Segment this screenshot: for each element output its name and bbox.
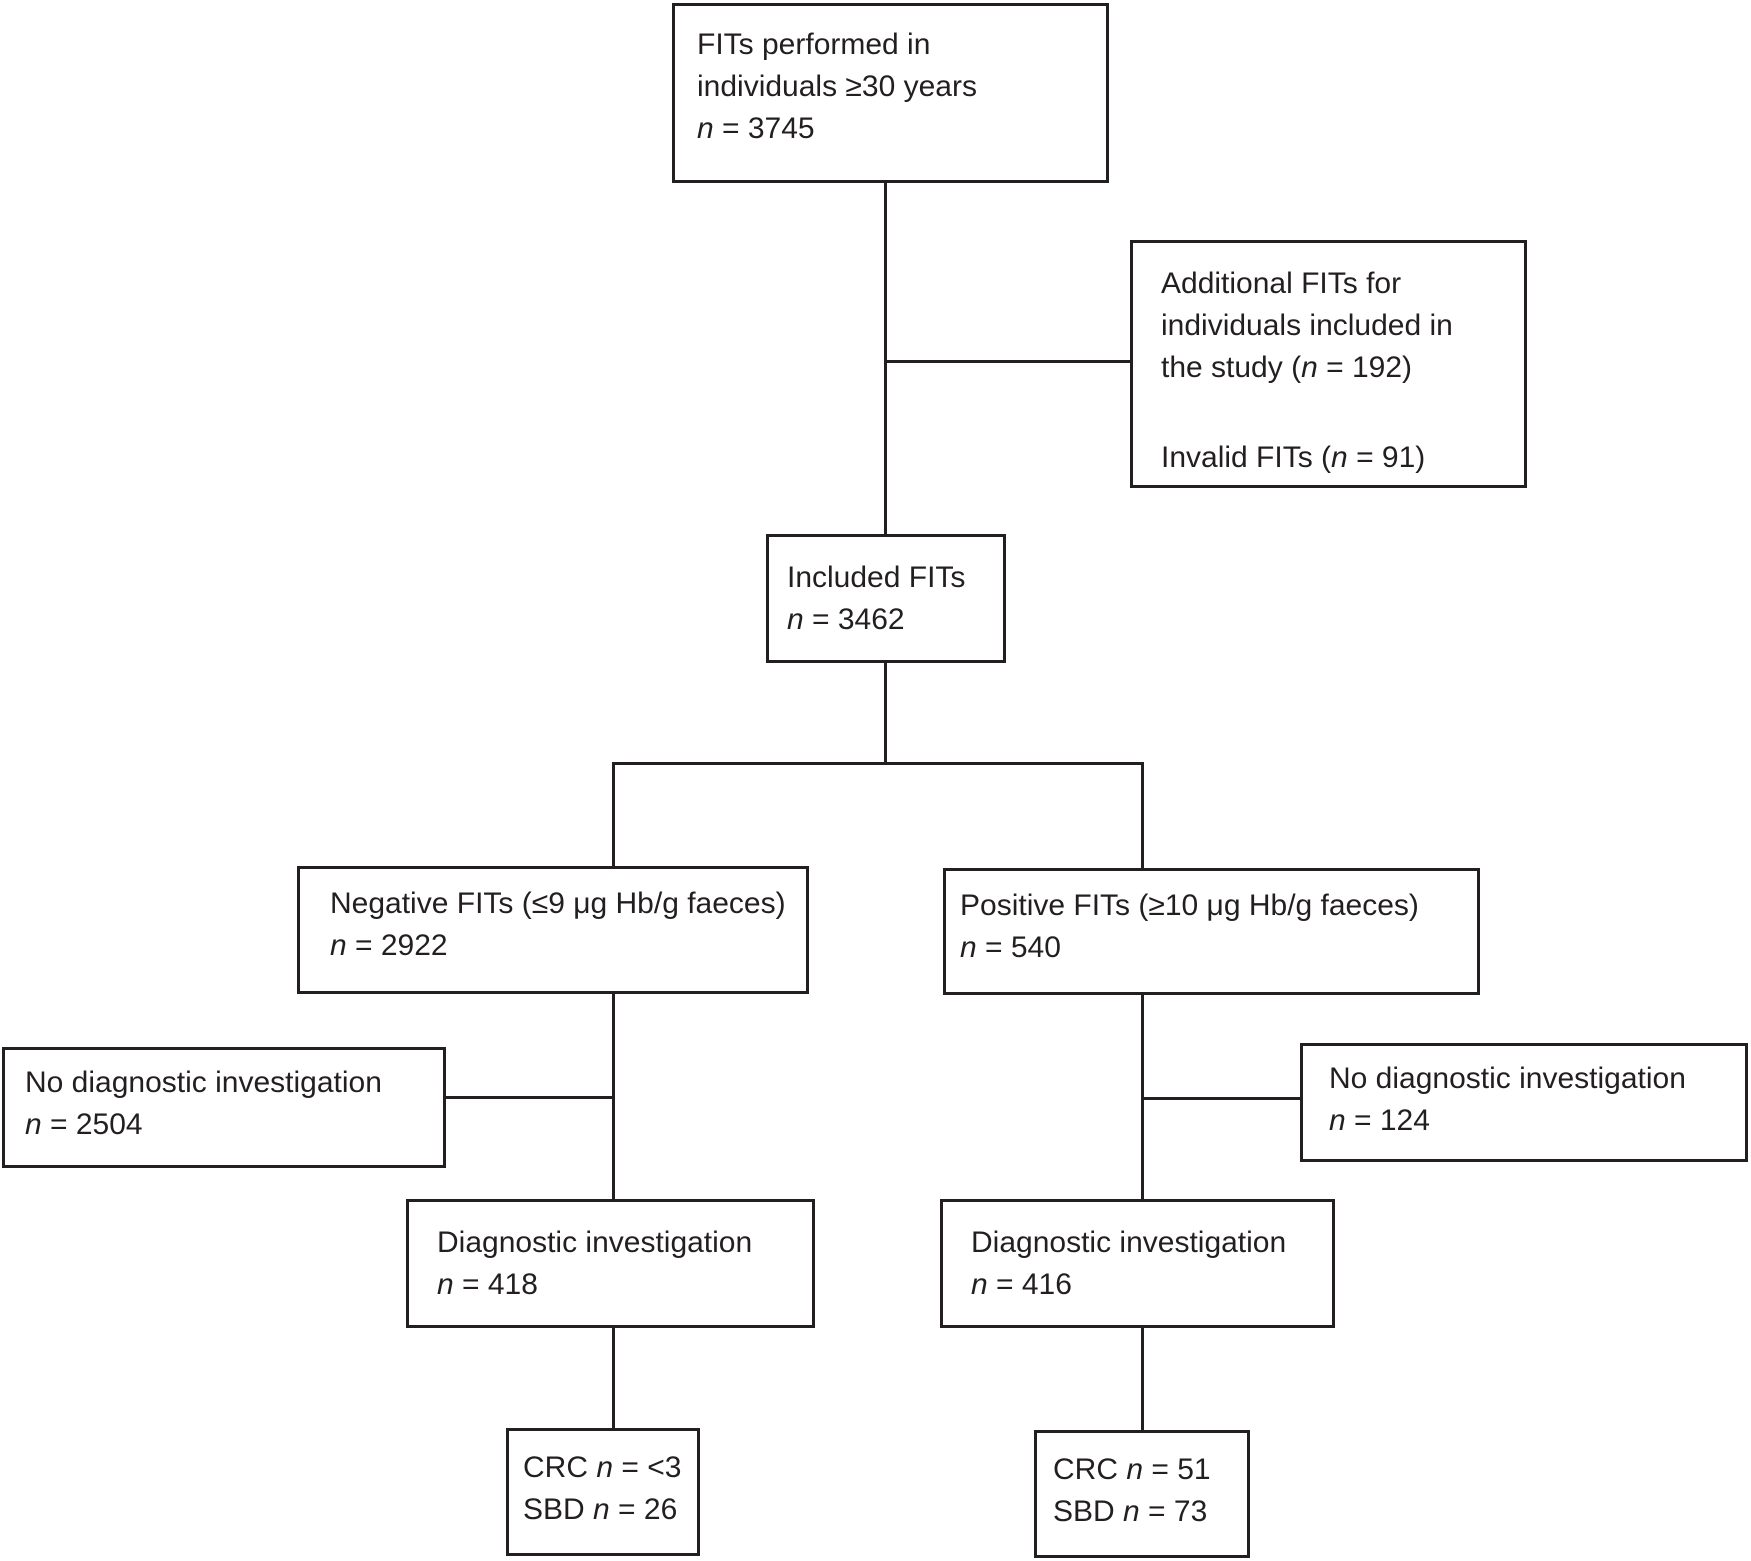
box-text-line: No diagnostic investigation [1329, 1062, 1686, 1095]
box-text-line: Diagnostic investigation [971, 1226, 1287, 1259]
connector-negative-to-diagnostic [612, 994, 615, 1199]
box-text-line: SBD n = 73 [1053, 1495, 1208, 1528]
box-text-line: No diagnostic investigation [25, 1066, 382, 1099]
box-text-line: FITs performed in [697, 28, 931, 61]
connector-diagnostic-pos-to-outcomes [1141, 1328, 1144, 1430]
box-included-fits: Included FITs n = 3462 [766, 534, 1006, 663]
box-text-line: individuals ≥30 years [697, 70, 977, 103]
box-diagnostic-investigation-negative: Diagnostic investigation n = 418 [406, 1199, 815, 1328]
connector-branch-to-negative [612, 762, 615, 866]
box-additional-and-invalid-fits: Additional FITs for individuals included … [1130, 240, 1527, 488]
box-text-line: n = 2922 [330, 929, 448, 962]
connector-branch-to-positive [1141, 762, 1144, 868]
box-text-line: individuals included in [1161, 309, 1453, 342]
connector-to-no-diagnostic-negative [446, 1096, 612, 1099]
connector-fits-performed-to-included [884, 183, 887, 534]
box-text-line: the study (n = 192) [1161, 351, 1412, 384]
box-text-line: n = 540 [960, 931, 1061, 964]
box-text-line: SBD n = 26 [523, 1493, 678, 1526]
box-text-line: CRC n = <3 [523, 1451, 682, 1484]
box-text-line [1161, 389, 1514, 437]
box-no-diagnostic-investigation-negative: No diagnostic investigation n = 2504 [2, 1047, 446, 1168]
box-text-line: Included FITs [787, 561, 966, 594]
connector-to-additional-invalid-fits [884, 360, 1130, 363]
box-text-line: Negative FITs (≤9 μg Hb/g faeces) [330, 887, 786, 920]
box-outcomes-negative: CRC n = <3 SBD n = 26 [506, 1428, 700, 1556]
box-text-line: n = 3745 [697, 112, 815, 145]
box-diagnostic-investigation-positive: Diagnostic investigation n = 416 [940, 1199, 1335, 1328]
connector-to-no-diagnostic-positive [1141, 1097, 1300, 1100]
box-no-diagnostic-investigation-positive: No diagnostic investigation n = 124 [1300, 1043, 1748, 1162]
box-outcomes-positive: CRC n = 51 SBD n = 73 [1034, 1430, 1250, 1558]
box-text-line: n = 3462 [787, 603, 905, 636]
connector-included-to-branch [884, 663, 887, 763]
box-text-line: Positive FITs (≥10 μg Hb/g faeces) [960, 889, 1419, 922]
box-fits-performed: FITs performed in individuals ≥30 years n … [672, 3, 1109, 183]
box-text-line: Diagnostic investigation [437, 1226, 753, 1259]
box-text-line: n = 418 [437, 1268, 538, 1301]
box-text-line: n = 2504 [25, 1108, 143, 1141]
connector-diagnostic-neg-to-outcomes [612, 1328, 615, 1428]
box-negative-fits: Negative FITs (≤9 μg Hb/g faeces) n = 292… [297, 866, 809, 994]
box-text-line: n = 416 [971, 1268, 1072, 1301]
box-text-line: n = 124 [1329, 1104, 1430, 1137]
box-text-line: Additional FITs for [1161, 267, 1402, 300]
box-positive-fits: Positive FITs (≥10 μg Hb/g faeces) n = 54… [943, 868, 1480, 995]
connector-branch-horizontal [612, 762, 1144, 765]
box-text-line: Invalid FITs (n = 91) [1161, 441, 1426, 474]
box-text-line: CRC n = 51 [1053, 1453, 1211, 1486]
